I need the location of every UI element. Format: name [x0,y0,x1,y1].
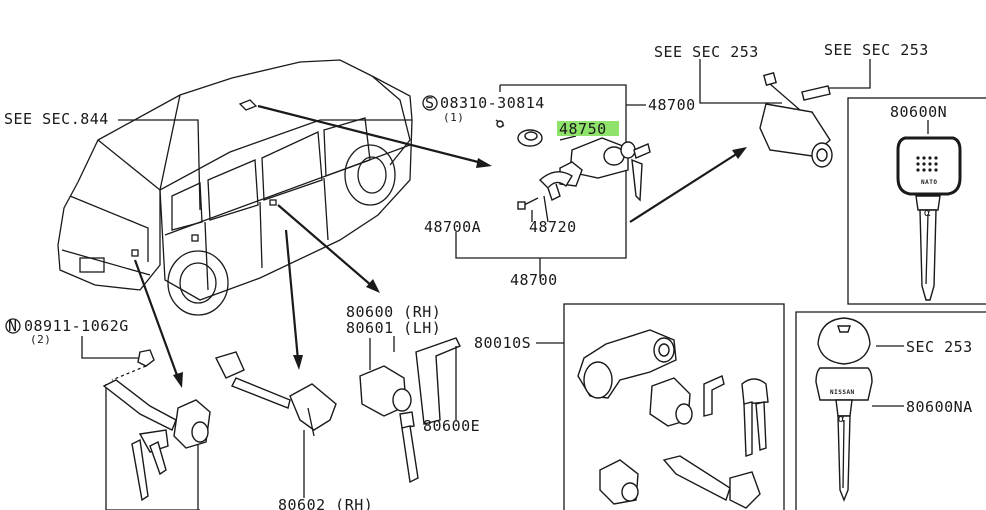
label-80010s[interactable]: 80010S [474,334,531,352]
label-80600e[interactable]: 80600E [423,417,480,435]
bolt-code-prefix: S [425,94,435,112]
label-08310-30814: 08310-30814 [440,94,545,112]
key-box-80600na [795,311,986,510]
leader-see-sec-844 [118,119,201,211]
key-symbol-2: α [838,412,845,425]
label-sec-253[interactable]: SEC 253 [906,338,973,356]
label-48700-top: 48700 [648,96,696,114]
label-80600-rh[interactable]: 80600 (RH) [346,303,441,321]
label-80600n[interactable]: 80600N [890,103,947,121]
label-80602-rh[interactable]: 80602 (RH) [278,496,373,510]
label-see-sec-253-a[interactable]: SEE SEC 253 [654,43,759,61]
bolt-code-circle [422,95,438,111]
label-see-sec-844: SEE SEC.844 [4,110,109,128]
arrow-to-rod [284,229,303,370]
key-symbol-1: α [924,206,931,219]
leader-nut [81,336,138,359]
label-08911-1062g: 08911-1062G [24,317,129,335]
nut-code-prefix: N [8,317,18,335]
key-box-80600n [847,97,986,305]
arrow-to-back-door-lock [133,259,183,388]
label-nut-qty: (2) [30,333,51,346]
vehicle-illustration [57,59,413,316]
label-48720: 48720 [529,218,577,236]
door-lock-80600 [359,336,461,484]
label-80600na[interactable]: 80600NA [906,398,973,416]
lock-set-80010s [536,303,785,510]
label-see-sec-253-b[interactable]: SEE SEC 253 [824,41,929,59]
nut-code-circle [5,318,21,334]
label-48700-bottom: 48700 [510,271,558,289]
arrow-to-door-lock [277,204,380,293]
glove-box-lock [699,59,871,168]
highlight-48750 [557,121,619,136]
key-brand-nato: NATO [921,179,937,186]
back-door-lock [102,349,211,510]
arrow-to-glove-box-lock [629,147,747,223]
label-48750[interactable]: 48750 [559,120,607,138]
arrow-to-ignition-set [257,104,492,168]
lock-rod-80602 [215,351,337,498]
label-48700a: 48700A [424,218,481,236]
ignition-lock-group [455,84,651,278]
label-bolt-qty: (1) [443,111,464,124]
label-80601-lh[interactable]: 80601 (LH) [346,319,441,337]
key-brand-2: NISSAN [830,389,855,396]
